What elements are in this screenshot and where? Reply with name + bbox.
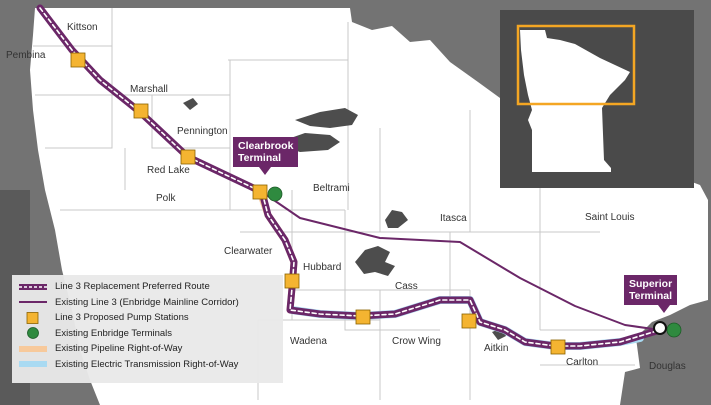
pump-stations [70, 52, 566, 355]
legend-row-existing-line3: Existing Line 3 (Enbridge Mainline Corri… [18, 295, 277, 311]
legend-row-pump-stations: Line 3 Proposed Pump Stations [18, 310, 277, 326]
pump-station-marshall [133, 103, 149, 119]
pump-station-wadena [355, 309, 371, 325]
replacement-route-swatch-icon [19, 283, 47, 290]
county-label-douglas: Douglas [649, 361, 686, 372]
county-label-itasca: Itasca [440, 213, 467, 224]
county-label-marshall: Marshall [130, 84, 168, 95]
pump-station-clearbrook [252, 184, 268, 200]
clearbrook-terminal-marker [267, 186, 283, 202]
pump-station-crow-wing [461, 313, 477, 329]
county-label-hubbard: Hubbard [303, 262, 342, 273]
superior-terminal-line1: Superior [629, 278, 673, 290]
pump-station-hubbard [284, 273, 300, 289]
legend-label-enbridge-terminals: Existing Enbridge Terminals [55, 327, 173, 339]
county-label-polk: Polk [156, 193, 176, 204]
red-lake-upper [295, 108, 358, 128]
superior-terminal-ring [653, 321, 667, 335]
terminal-swatch-icon [27, 327, 39, 340]
county-label-clearwater: Clearwater [224, 246, 273, 257]
county-label-pembina: Pembina [6, 50, 46, 61]
legend-row-replacement-route: Line 3 Replacement Preferred Route [18, 279, 277, 295]
county-label-pennington: Pennington [177, 126, 228, 137]
superior-terminal-line2: Terminal [629, 290, 672, 302]
county-label-kittson: Kittson [67, 22, 98, 33]
legend-label-pump-stations: Line 3 Proposed Pump Stations [55, 312, 189, 324]
line3-replacement-route [36, 4, 664, 350]
clearbrook-terminal-line1: Clearbrook [238, 140, 294, 152]
legend-row-enbridge-terminals: Existing Enbridge Terminals [18, 326, 277, 342]
legend-label-existing-line3: Existing Line 3 (Enbridge Mainline Corri… [55, 296, 239, 308]
transmission-row-swatch-icon [19, 361, 47, 368]
inset-minnesota-outline [520, 30, 630, 172]
inset-focus-frame [516, 24, 636, 106]
clearbrook-terminal-callout: Clearbrook Terminal [233, 137, 299, 175]
clearbrook-terminal-line2: Terminal [238, 152, 281, 164]
existing-line3-swatch-icon [19, 301, 47, 304]
pipeline-row-swatch-icon [19, 345, 47, 352]
marshall-lake [183, 98, 198, 110]
lakes [183, 98, 506, 340]
map-legend: Line 3 Replacement Preferred Route Exist… [12, 275, 283, 383]
county-label-cass: Cass [395, 281, 418, 292]
legend-row-transmission-row: Existing Electric Transmission Right-of-… [18, 357, 277, 373]
county-label-saint-louis: Saint Louis [585, 212, 635, 223]
legend-label-pipeline-row: Existing Pipeline Right-of-Way [55, 343, 183, 355]
pump-station-kittson [70, 52, 86, 68]
legend-row-pipeline-row: Existing Pipeline Right-of-Way [18, 341, 277, 357]
leech-lake [355, 246, 395, 276]
legend-label-replacement-route: Line 3 Replacement Preferred Route [55, 281, 210, 293]
county-label-wadena: Wadena [290, 336, 327, 347]
lake-winnibigoshish [385, 210, 408, 228]
legend-label-transmission-row: Existing Electric Transmission Right-of-… [55, 358, 239, 370]
pump-station-pennington [180, 149, 196, 165]
pump-station-carlton [550, 339, 566, 355]
county-label-carlton: Carlton [566, 357, 599, 368]
county-label-crow-wing: Crow Wing [392, 336, 441, 347]
county-label-beltrami: Beltrami [313, 183, 350, 194]
inset-map [500, 10, 694, 188]
red-lake-lower [285, 133, 340, 152]
county-label-red-lake: Red Lake [147, 165, 190, 176]
county-label-aitkin: Aitkin [484, 343, 509, 354]
superior-terminal-marker [666, 322, 682, 338]
superior-terminal-callout: Superior Terminal [624, 275, 678, 313]
pump-station-swatch-icon [26, 311, 39, 324]
